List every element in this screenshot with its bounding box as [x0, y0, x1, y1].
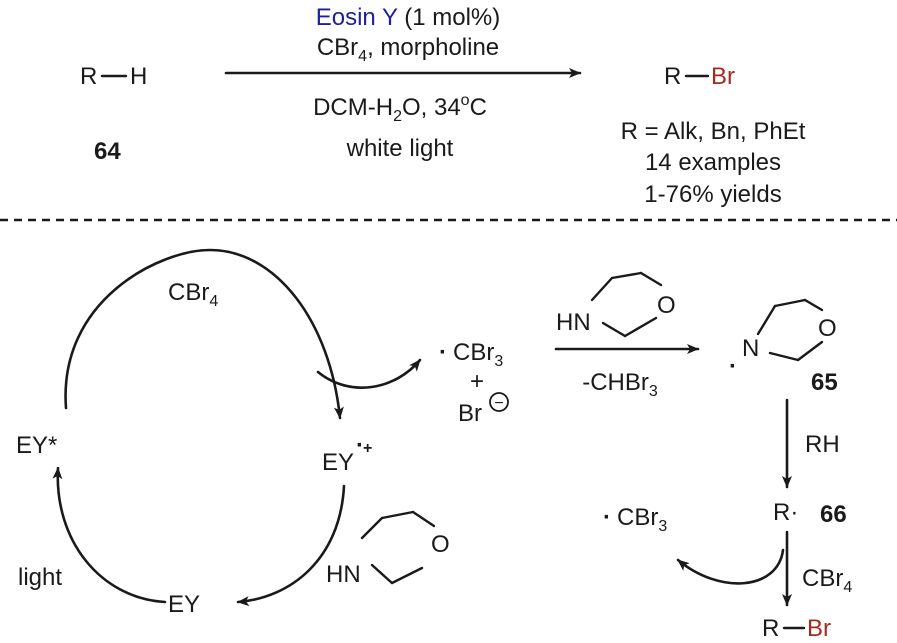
morpholine-hat-hn: HN — [556, 309, 591, 336]
minus-charge-circle — [489, 392, 509, 412]
photoredox-cycle: CBr4 EY* EY·+ EY light — [16, 248, 422, 618]
reagents-text: CBr4, morpholine — [317, 34, 499, 65]
cycle-cbr4: CBr4 — [168, 279, 218, 310]
cycle-arc-left — [52, 466, 167, 604]
plus-sign: + — [470, 368, 484, 395]
final-br: Br — [807, 615, 831, 642]
compound-number-66: 66 — [820, 501, 847, 528]
reaction-conditions: Eosin Y (1 mol%) CBr4, morpholine DCM-H2… — [224, 4, 582, 162]
ey-radical-cation: EY·+ — [322, 432, 372, 476]
reactant-64: R H 64 — [80, 63, 147, 165]
product-r: R — [664, 63, 681, 90]
cbr3-radical: ·CBr3 — [439, 339, 503, 370]
morpholine-hat-o: O — [657, 292, 676, 319]
product-br: Br — [711, 63, 735, 90]
radical-65-o: O — [818, 315, 837, 342]
catalyst-text: Eosin Y (1 mol%) — [316, 4, 501, 31]
substrate-scope: R = Alk, Bn, PhEt — [621, 118, 806, 145]
compound-number-65: 65 — [811, 369, 838, 396]
examples-count: 14 examples — [645, 149, 781, 176]
final-product-rbr: R Br — [762, 615, 831, 642]
cbr3-bromide: ·CBr3 + Br − — [439, 339, 509, 427]
radical-65-n: N — [742, 335, 759, 362]
cbr3-radical-regenerated: ·CBr3 — [603, 504, 667, 535]
cbr4-label: CBr4 — [802, 565, 852, 596]
morpholine-cycle-hn: HN — [326, 561, 361, 588]
cycle-arc-right — [236, 484, 346, 607]
aminyl-radical-65: O N · 65 — [729, 298, 838, 396]
catalyst-name: Eosin Y — [316, 4, 398, 31]
minus-charge: − — [494, 395, 503, 412]
morpholine-hat: O HN — [556, 271, 676, 338]
ey-ground-state: EY — [168, 591, 200, 618]
reactant-r: R — [80, 63, 97, 90]
ey-excited: EY* — [16, 432, 57, 459]
compound-number-64: 64 — [94, 138, 121, 165]
radical-65-dot: · — [729, 353, 737, 380]
reactant-h: H — [130, 63, 147, 90]
cbr3-release-arrow-2 — [676, 548, 785, 585]
bromide-anion: Br — [458, 400, 482, 427]
morpholine-cycle: O HN — [326, 510, 450, 588]
catalyst-loading: (1 mol%) — [398, 4, 501, 31]
yield-range: 1-76% yields — [644, 181, 781, 208]
morpholine-cycle-o: O — [431, 531, 450, 558]
light-label: light — [18, 564, 62, 591]
solvent-temperature-text: DCM-H2O, 34oC — [313, 92, 487, 125]
final-r: R — [762, 615, 779, 642]
alkyl-radical: R· — [773, 499, 798, 526]
chbr3-loss: -CHBr3 — [582, 369, 658, 400]
light-condition: white light — [346, 135, 454, 162]
rh-label: RH — [805, 431, 840, 458]
cbr3-release-arrow — [316, 358, 422, 389]
product-rbr: R Br R = Alk, Bn, PhEt 14 examples 1-76%… — [621, 63, 806, 208]
cycle-arc-top — [64, 248, 344, 420]
